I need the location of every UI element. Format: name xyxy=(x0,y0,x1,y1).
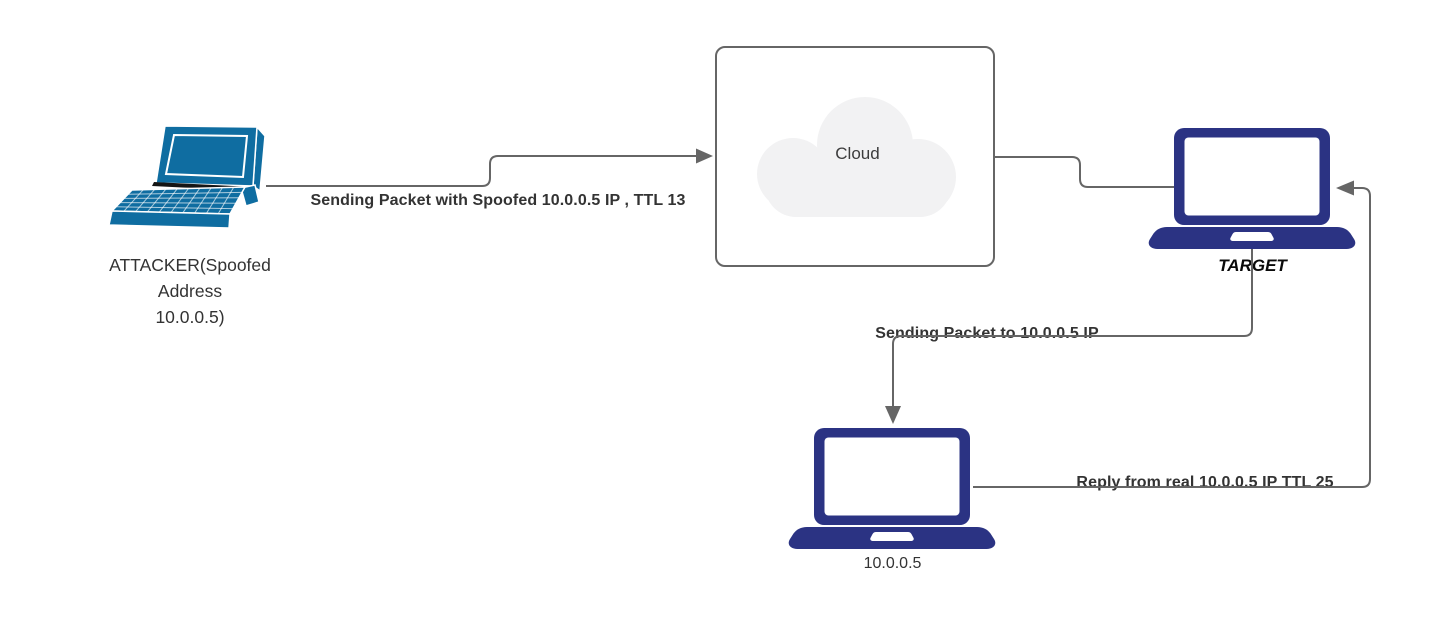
edge-label-sending-packet: Sending Packet to 10.0.0.5 IP xyxy=(875,325,1099,342)
edge-label-reply: Reply from real 10.0.0.5 IP TTL 25 xyxy=(1076,474,1334,491)
real-host-label: 10.0.0.5 xyxy=(863,555,922,572)
cloud-label: Cloud xyxy=(835,144,880,163)
target-laptop-icon xyxy=(1148,128,1356,249)
attacker-label-line2: Address xyxy=(157,281,223,301)
edge-cloud-to-target xyxy=(994,156,1174,188)
arrowhead-left-icon xyxy=(1336,180,1354,196)
arrowhead-right-icon xyxy=(696,148,713,164)
attacker-label: ATTACKER(Spoofed Address 10.0.0.5) xyxy=(70,252,310,330)
target-label: TARGET xyxy=(1218,256,1287,275)
edge-label-spoofed-packet: Sending Packet with Spoofed 10.0.0.5 IP … xyxy=(310,192,686,209)
real-host-laptop-icon xyxy=(788,428,996,549)
attacker-label-line3: 10.0.0.5) xyxy=(155,307,225,327)
edge-attacker-to-cloud xyxy=(266,148,713,187)
keyboard-grid xyxy=(115,187,243,214)
arrowhead-down-icon xyxy=(885,406,901,424)
attacker-label-line1: ATTACKER(Spoofed xyxy=(109,255,271,275)
attacker-laptop-icon xyxy=(108,125,266,229)
